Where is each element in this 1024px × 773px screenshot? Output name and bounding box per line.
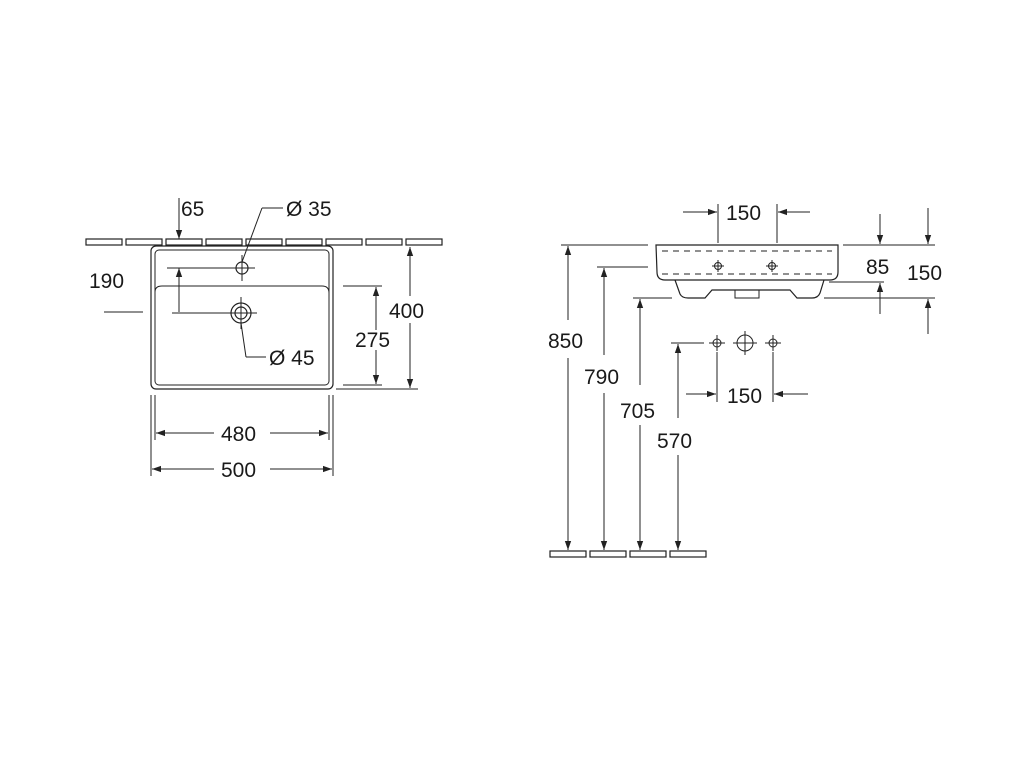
dim-waste-height-label: 705 bbox=[620, 400, 655, 423]
basin-outer-outline bbox=[150, 245, 334, 390]
basin-side-underside bbox=[674, 279, 825, 299]
dim-inner-width-label: 480 bbox=[221, 423, 256, 446]
top-view: 65 Ø 35 190 Ø 45 275 400 480 bbox=[85, 198, 443, 482]
dim-tap-hole-label: Ø 35 bbox=[286, 198, 332, 221]
dim-supply-height-label: 570 bbox=[657, 430, 692, 453]
dim-waste-hole-leader bbox=[240, 322, 247, 358]
tap-hole-side-right bbox=[766, 260, 778, 272]
dim-total-depth-label: 400 bbox=[389, 300, 424, 323]
waste-outlet bbox=[734, 289, 760, 299]
dim-supply-spacing-label: 150 bbox=[727, 385, 762, 408]
dim-rim-height-label: 850 bbox=[548, 330, 583, 353]
dim-tap-offset-label: 65 bbox=[181, 198, 204, 221]
waste-connection-centre bbox=[733, 331, 757, 355]
dim-total-width-label: 500 bbox=[221, 459, 256, 482]
dim-bowl-height-label: 85 bbox=[866, 256, 889, 279]
dim-underside-height-label: 790 bbox=[584, 366, 619, 389]
dim-total-height-label: 150 bbox=[907, 262, 942, 285]
side-view: 150 85 150 850 790 705 570 bbox=[548, 202, 942, 558]
tap-hole bbox=[229, 255, 255, 281]
wall-strip-top bbox=[85, 238, 443, 246]
floor-strip bbox=[549, 550, 707, 558]
dim-tap-depth-label: 190 bbox=[89, 270, 124, 293]
basin-side-outline bbox=[655, 244, 839, 281]
supply-connection-left bbox=[709, 335, 725, 351]
dim-inner-depth-label: 275 bbox=[355, 329, 390, 352]
basin-inner-outline bbox=[154, 249, 330, 386]
dim-tap-hole-leader bbox=[241, 207, 263, 263]
tap-hole-side-left bbox=[712, 260, 724, 272]
dim-waste-hole-label: Ø 45 bbox=[269, 347, 315, 370]
supply-connection-right bbox=[765, 335, 781, 351]
dim-tap-spacing-top-label: 150 bbox=[726, 202, 761, 225]
bowl-rim-line bbox=[154, 285, 330, 300]
waste-hole bbox=[225, 297, 257, 329]
